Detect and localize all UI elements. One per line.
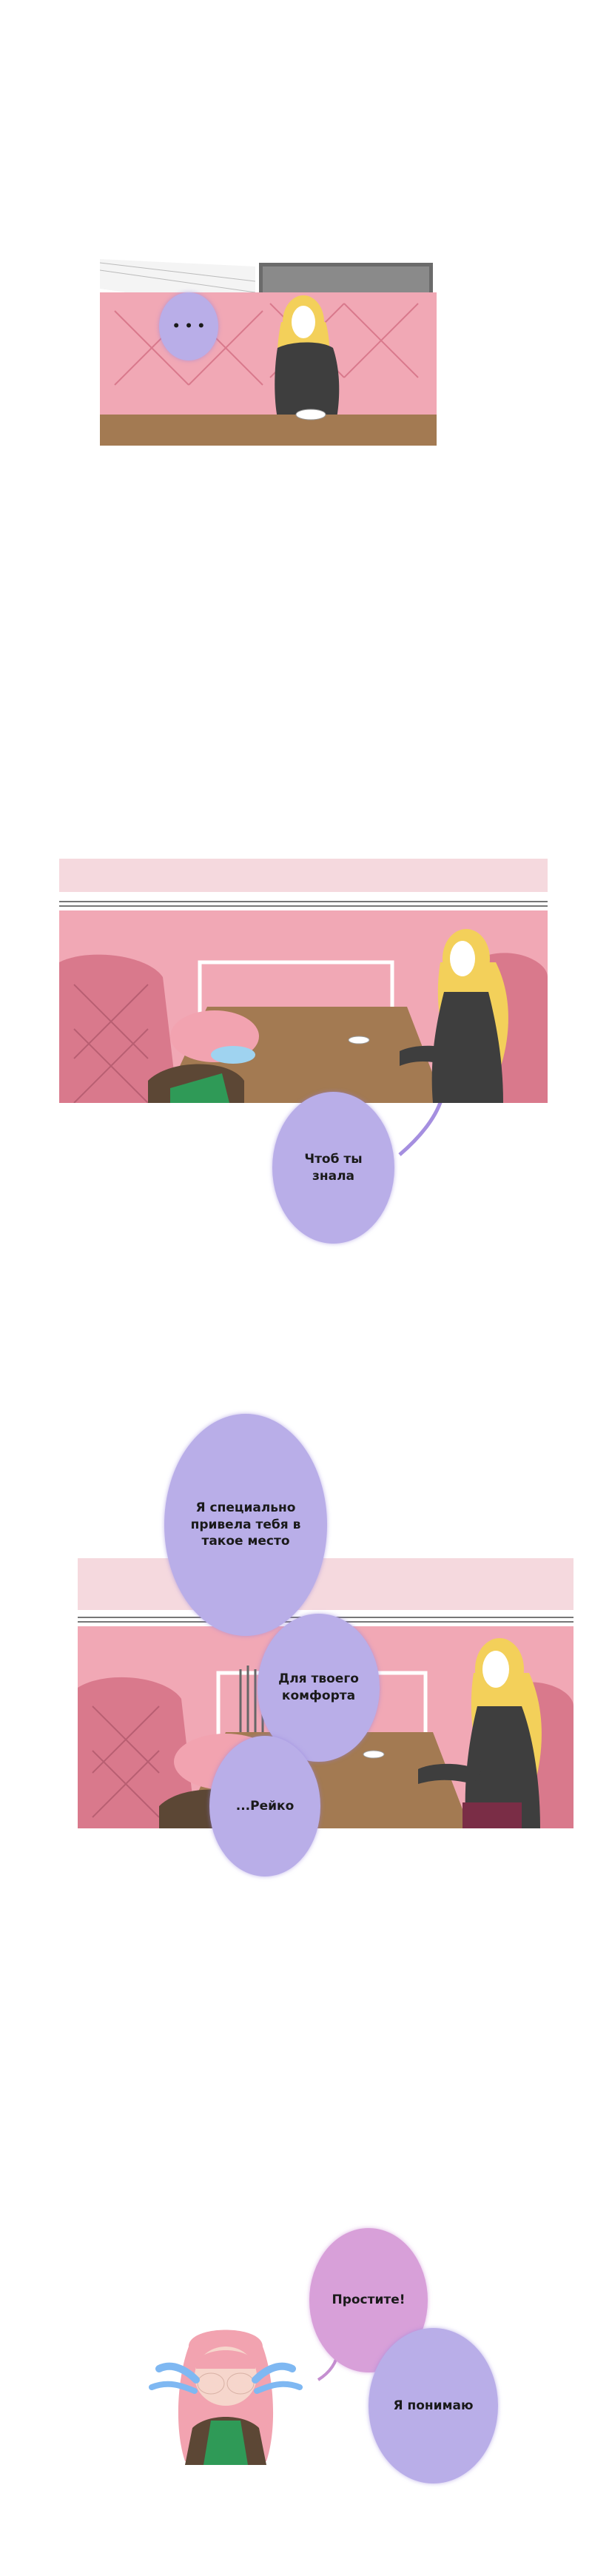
speech-bubble-chtob-ty-znala: Чтоб ты знала	[272, 1092, 394, 1244]
speech-bubble-ya-ponimayu: Я понимаю	[369, 2328, 498, 2483]
speech-bubble-text: Я специально привела тебя в такое место	[190, 1500, 301, 1549]
speech-bubble-ellipsis: • • •	[159, 292, 218, 360]
speech-bubble-text: Я понимаю	[393, 2398, 474, 2413]
speech-bubble-text: Чтоб ты знала	[304, 1151, 363, 1184]
speech-bubble-text: Для твоего комфорта	[278, 1671, 359, 1703]
panel-4-crying-character	[137, 2317, 314, 2465]
speech-bubble-text: Простите!	[332, 2292, 406, 2308]
speech-bubble-text: • • •	[172, 318, 206, 334]
speech-bubble-text: ...Рейко	[235, 1798, 295, 1814]
speech-bubble-reiko: ...Рейко	[209, 1736, 320, 1876]
speech-bubble-ya-specialno: Я специально привела тебя в такое место	[164, 1414, 327, 1636]
panel-2-restaurant-table	[59, 859, 548, 1103]
panel-1-cafe-booth	[100, 259, 437, 446]
